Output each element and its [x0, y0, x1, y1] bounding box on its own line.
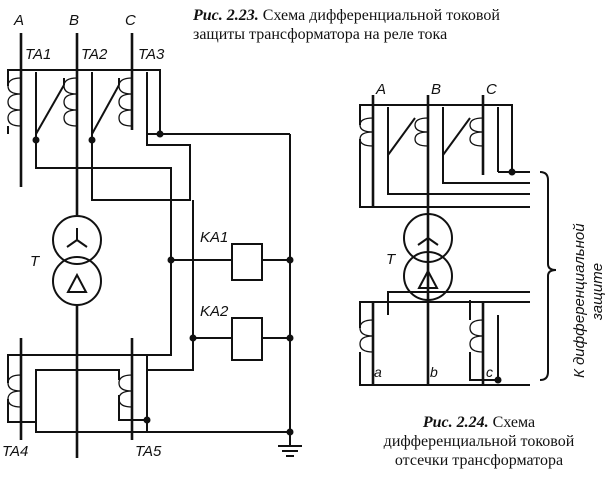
fig24-transformer-label: T	[386, 251, 397, 268]
fig23-number: Рис. 2.23.	[193, 7, 259, 24]
fig24-brace-label-line2: защите	[589, 263, 606, 321]
fig23-ta5-coil	[118, 374, 133, 408]
fig24-caption-line2: дифференциальной токовой	[383, 433, 575, 450]
fig23-ta3-coil	[118, 77, 133, 127]
fig23-ta5-label: TA5	[135, 443, 162, 460]
fig23-ta2-label: TA2	[81, 46, 108, 63]
fig24-phase-a-label: A	[375, 81, 386, 98]
fig23-relay-ka2	[231, 317, 263, 361]
fig24-phase-b-label: B	[431, 81, 441, 98]
fig23-phase-a-label: A	[13, 12, 24, 29]
fig23-ta4-coil	[7, 374, 22, 408]
fig23-caption: Рис. 2.23. Схема дифференциальной токово…	[193, 6, 605, 44]
fig23-ka2-label: KA2	[200, 303, 229, 320]
fig23-ta4-label: TA4	[2, 443, 28, 460]
fig23-transformer-delta	[52, 256, 102, 306]
fig24-caption-line1: Схема	[492, 414, 536, 431]
fig24-caption-line3: отсечки трансформатора	[394, 452, 564, 469]
fig23-top-bus	[7, 69, 161, 134]
fig23-ta3-label: TA3	[138, 46, 165, 63]
fig23-phase-c-label: C	[125, 12, 136, 29]
fig24-caption: Рис. 2.24. Схема дифференциальной токово…	[350, 413, 608, 470]
fig23-phase-b-label: B	[69, 12, 79, 29]
fig24-number: Рис. 2.24.	[422, 414, 489, 431]
fig23-ta1-coil	[7, 77, 22, 127]
fig23-transformer-label: T	[30, 253, 41, 270]
fig23-diagram	[7, 33, 302, 458]
fig24-label-a: a	[374, 364, 382, 380]
fig24-brace-label-line1: К дифференциальной	[571, 223, 588, 378]
fig24-brace	[539, 171, 557, 381]
fig23-relay-ka1	[231, 243, 263, 281]
fig23-ta2-coil	[63, 77, 78, 127]
fig23-transformer-star	[52, 215, 102, 265]
fig23-caption-line1: Схема дифференциальной токовой	[262, 7, 500, 24]
fig23-caption-line2: защиты трансформатора на реле тока	[193, 26, 448, 43]
fig23-ka1-label: KA1	[200, 229, 228, 246]
fig24-phase-c-label: C	[486, 81, 497, 98]
fig23-ta1-label: TA1	[25, 46, 51, 63]
fig24-diagram	[359, 95, 557, 386]
fig24-label-c: c	[486, 364, 493, 380]
fig24-label-b: b	[430, 364, 438, 380]
